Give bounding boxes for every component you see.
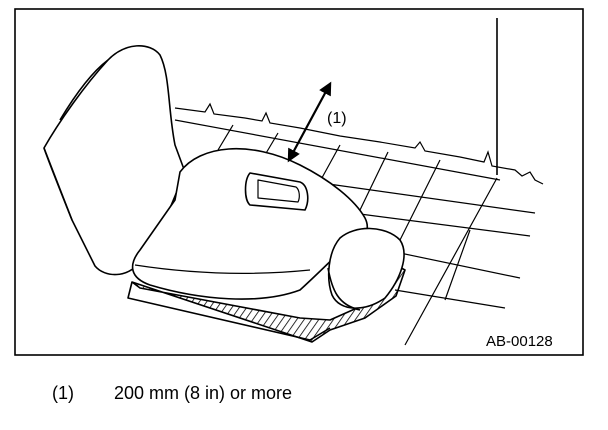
- seat-handle: [244, 172, 309, 211]
- figure-id: AB-00128: [486, 333, 553, 350]
- figure-frame: [14, 8, 584, 356]
- legend-item-number: (1): [52, 383, 74, 403]
- seat-back: [43, 45, 186, 276]
- legend-item-text: 200 mm (8 in) or more: [114, 383, 293, 403]
- callout-label: (1): [327, 110, 347, 127]
- clearance-arrow: [287, 81, 332, 163]
- seat-side-bolster: [327, 227, 405, 309]
- seat-illustration: [43, 45, 406, 343]
- legend: (1) 200 mm (8 in) or more: [52, 383, 292, 404]
